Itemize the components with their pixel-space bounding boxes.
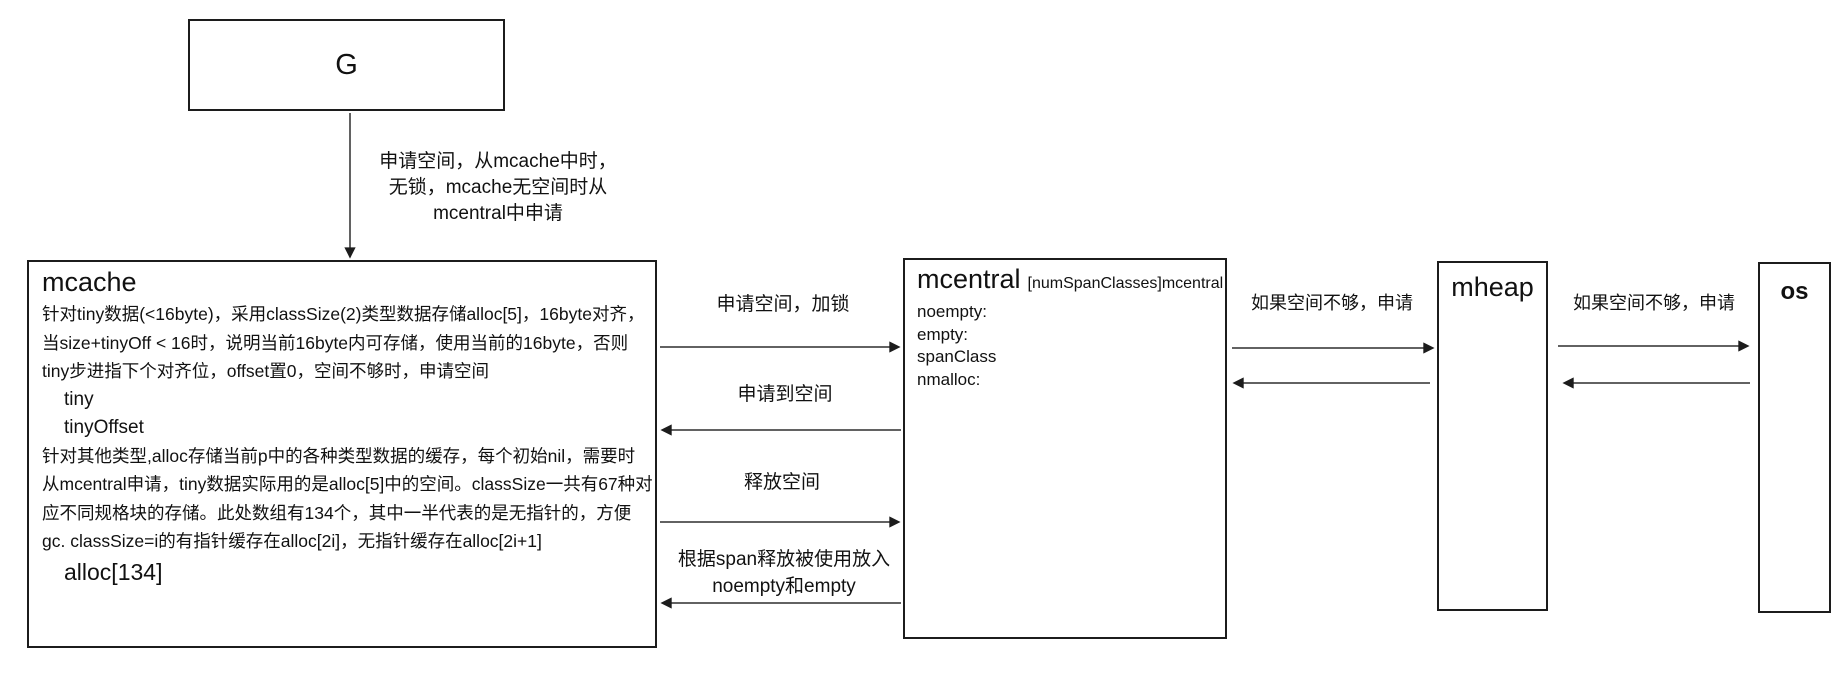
node-mcache: mcache 针对tiny数据(<16byte)，采用classSize(2)类… xyxy=(27,260,657,648)
node-os: os xyxy=(1758,262,1831,613)
mcentral-field-noempty: noempty: xyxy=(917,302,987,321)
mcache-note-line: gc. classSize=i的有指针缓存在alloc[2i]，无指针缓存在al… xyxy=(42,531,542,551)
mcache-note-line: tiny步进指下个对齐位，offset置0，空间不够时，申请空间 xyxy=(42,361,489,381)
mcache-note-line: 从mcentral申请，tiny数据实际用的是alloc[5]中的空间。clas… xyxy=(42,474,653,494)
mcentral-field-spanclass: spanClass xyxy=(917,347,997,366)
edge-label-mheap-to-os: 如果空间不够，申请 xyxy=(1573,293,1735,313)
mcache-field-alloc: alloc[134] xyxy=(64,558,163,585)
node-mcentral-title: mcentral xyxy=(917,264,1021,294)
mcentral-field-empty: empty: xyxy=(917,324,969,344)
mcache-field-tiny-offset: tinyOffset xyxy=(64,416,144,438)
node-mheap-title: mheap xyxy=(1451,272,1534,302)
edge-label-line: 申请空间，从mcache中时， xyxy=(379,151,617,172)
mcentral-field-nmalloc: nmalloc: xyxy=(917,369,981,389)
node-mcentral-type: [numSpanClasses]mcentral xyxy=(1027,275,1224,292)
edge-label-line: 根据span释放被使用放入 xyxy=(677,549,891,570)
edge-label-space-granted: 申请到空间 xyxy=(737,384,833,405)
node-g-title: G xyxy=(335,48,358,81)
mcache-note-line: 针对tiny数据(<16byte)，采用classSize(2)类型数据存储al… xyxy=(42,304,645,324)
edge-label-line: mcentral中申请 xyxy=(433,203,563,224)
node-mheap: mheap xyxy=(1437,261,1548,611)
edge-label-mcentral-to-mheap: 如果空间不够，申请 xyxy=(1251,293,1413,313)
edge-label-line: 无锁，mcache无空间时从 xyxy=(388,177,608,198)
node-mcentral-title-row: mcentral [numSpanClasses]mcentral xyxy=(917,262,1223,297)
node-g: G xyxy=(188,19,505,111)
edge-label-request-space: 申请空间，加锁 xyxy=(716,294,850,315)
node-mcache-title: mcache xyxy=(42,267,137,297)
mcache-note-line: 当size+tinyOff < 16时，说明当前16byte内可存储，使用当前的… xyxy=(42,332,629,353)
edge-label-line: noempty和empty xyxy=(712,576,856,597)
node-mcentral: mcentral [numSpanClasses]mcentral noempt… xyxy=(903,258,1227,639)
edge-label-g-to-mcache: 申请空间，从mcache中时， 无锁，mcache无空间时从 mcentral中… xyxy=(358,149,638,227)
edge-label-span-release: 根据span释放被使用放入 noempty和empty xyxy=(655,546,913,600)
mcentral-fields: noempty: empty: spanClass nmalloc: xyxy=(917,297,1213,391)
node-os-title: os xyxy=(1780,278,1809,305)
mcache-note-line: 针对其他类型,alloc存储当前p中的各种类型数据的缓存，每个初始nil，需要时 xyxy=(42,445,636,466)
mcache-field-tiny: tiny xyxy=(64,388,94,410)
mcache-note-line: 应不同规格块的存储。此处数组有134个，其中一半代表的是无指针的，方便 xyxy=(42,502,632,523)
edge-label-release-space: 释放空间 xyxy=(743,472,820,493)
